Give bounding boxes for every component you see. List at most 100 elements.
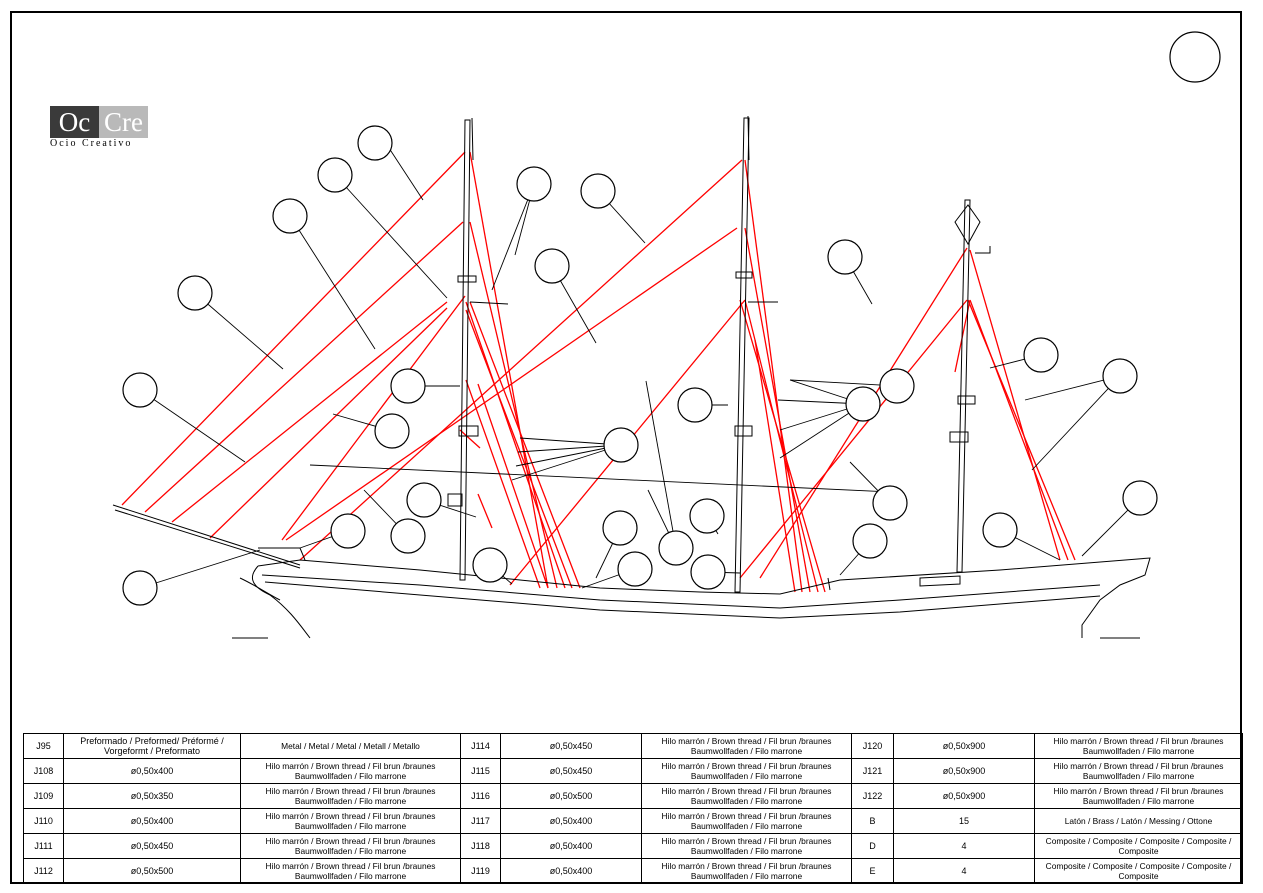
callout-bubble <box>879 368 915 404</box>
part-ref-cell: J109 <box>23 783 64 809</box>
rigging-line <box>754 339 796 593</box>
part-size-cell: 4 <box>893 833 1035 859</box>
callout-bubble <box>330 513 366 549</box>
callout-bubble <box>1169 31 1221 83</box>
callout-bubble <box>872 485 908 521</box>
rigging-line <box>465 309 573 589</box>
rigging-line <box>739 299 826 593</box>
callout-bubble <box>580 173 616 209</box>
callout-bubbles <box>122 31 1221 606</box>
part-material-cell: Hilo marrón / Brown thread / Fil brun /b… <box>641 858 852 884</box>
part-size-cell: ø0,50x450 <box>63 833 241 859</box>
callout-bubble <box>658 530 694 566</box>
callout-bubble <box>374 413 410 449</box>
callout-leader <box>645 380 677 549</box>
rigging-line <box>209 307 448 539</box>
part-material-cell: Metal / Metal / Metal / Metall / Metallo <box>240 733 461 759</box>
part-size-cell: ø0,50x450 <box>500 733 642 759</box>
callout-leader <box>289 215 376 350</box>
part-size-cell: ø0,50x900 <box>893 783 1035 809</box>
ship-rigging-drawing <box>112 31 1221 639</box>
part-material-cell: Hilo marrón / Brown thread / Fil brun /b… <box>1034 758 1243 784</box>
part-ref-cell: J112 <box>23 858 64 884</box>
part-material-cell: Composite / Composite / Composite / Comp… <box>1034 858 1243 884</box>
rigging-line <box>744 227 811 593</box>
part-size-cell: ø0,50x400 <box>63 758 241 784</box>
callout-bubble <box>472 547 508 583</box>
callout-bubble <box>406 482 442 518</box>
logo-name-right: Cre <box>99 106 148 138</box>
rigging-line <box>459 429 481 449</box>
callout-leader <box>309 464 892 493</box>
callout-leader <box>515 444 622 467</box>
part-size-cell: ø0,50x450 <box>500 758 642 784</box>
part-ref-cell: J116 <box>460 783 501 809</box>
rigging-line <box>969 249 1061 561</box>
part-ref-cell: D <box>851 833 894 859</box>
callout-leader <box>386 144 424 201</box>
masts-and-spars <box>112 115 991 593</box>
rigging-line <box>469 151 549 589</box>
callout-bubble <box>177 275 213 311</box>
part-material-cell: Hilo marrón / Brown thread / Fil brun /b… <box>240 858 461 884</box>
occre-logo: Oc Cre Ocio Creativo <box>50 106 150 150</box>
callout-bubble <box>534 248 570 284</box>
rigging-line <box>469 301 581 589</box>
part-size-cell: ø0,50x400 <box>500 808 642 834</box>
callout-leader <box>139 549 261 589</box>
part-ref-cell: J110 <box>23 808 64 834</box>
part-size-cell: ø0,50x900 <box>893 733 1035 759</box>
part-size-cell: ø0,50x400 <box>500 858 642 884</box>
part-ref-cell: J119 <box>460 858 501 884</box>
part-material-cell: Hilo marrón / Brown thread / Fil brun /b… <box>240 808 461 834</box>
callout-bubble <box>603 427 639 463</box>
part-material-cell: Hilo marrón / Brown thread / Fil brun /b… <box>641 758 852 784</box>
rigging-line <box>744 159 803 593</box>
part-material-cell: Hilo marrón / Brown thread / Fil brun /b… <box>1034 783 1243 809</box>
callout-bubble <box>357 125 393 161</box>
part-ref-cell: J118 <box>460 833 501 859</box>
rigging-line <box>739 299 968 579</box>
rigging-line <box>299 159 743 561</box>
rigging-line <box>171 301 448 523</box>
rigging-line <box>144 221 464 513</box>
part-size-cell: Preformado / Preformed/ Préformé / Vorge… <box>63 733 241 759</box>
red-rigging-lines <box>121 151 1076 593</box>
part-size-cell: ø0,50x350 <box>63 783 241 809</box>
part-ref-cell: J121 <box>851 758 894 784</box>
part-ref-cell: J114 <box>460 733 501 759</box>
logo-name-left: Oc <box>50 106 99 138</box>
part-ref-cell: J111 <box>23 833 64 859</box>
callout-bubble <box>690 554 726 590</box>
part-size-cell: ø0,50x500 <box>63 858 241 884</box>
callout-leader <box>194 292 284 370</box>
rigging-line <box>465 301 566 589</box>
rigging-line <box>281 295 466 541</box>
rigging-line <box>465 379 541 589</box>
rigging-line <box>744 299 819 593</box>
callout-leader <box>139 389 246 463</box>
part-material-cell: Hilo marrón / Brown thread / Fil brun /b… <box>641 733 852 759</box>
part-ref-cell: J108 <box>23 758 64 784</box>
callout-leader <box>789 379 898 387</box>
part-size-cell: ø0,50x400 <box>63 808 241 834</box>
part-size-cell: ø0,50x400 <box>500 833 642 859</box>
callout-bubble <box>852 523 888 559</box>
callout-bubble <box>390 368 426 404</box>
callout-bubble <box>1102 358 1138 394</box>
part-ref-cell: J95 <box>23 733 64 759</box>
part-ref-cell: J117 <box>460 808 501 834</box>
part-size-cell: 4 <box>893 858 1035 884</box>
callout-bubble <box>1023 337 1059 373</box>
part-material-cell: Hilo marrón / Brown thread / Fil brun /b… <box>1034 733 1243 759</box>
part-material-cell: Composite / Composite / Composite / Comp… <box>1034 833 1243 859</box>
part-material-cell: Hilo marrón / Brown thread / Fil brun /b… <box>240 758 461 784</box>
callout-bubble <box>677 387 713 423</box>
part-ref-cell: B <box>851 808 894 834</box>
callout-bubble <box>827 239 863 275</box>
